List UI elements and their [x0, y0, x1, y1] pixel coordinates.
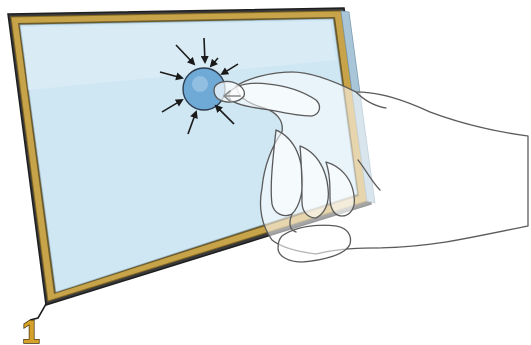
- arrow-inward-icon: [175, 44, 196, 66]
- panel-glass-sheen: [22, 21, 336, 90]
- arrow-inward-icon: [209, 57, 219, 68]
- arrow-inward-icon: [200, 37, 209, 64]
- arrow-inward-icon: [214, 104, 235, 125]
- callout-label: 1: [22, 314, 40, 345]
- hand-crease-2: [357, 159, 381, 191]
- callout-leader-line: [29, 303, 47, 321]
- hand-thumb: [277, 224, 352, 263]
- hand-crease-3: [289, 213, 297, 233]
- arrow-inward-icon: [187, 110, 198, 135]
- arrow-inward-icon: [220, 63, 239, 76]
- arrow-inward-icon: [159, 71, 184, 81]
- arrow-inward-icon: [161, 98, 184, 113]
- inner-pointer-arrow: [223, 90, 241, 102]
- pressure-arrows: [159, 37, 239, 135]
- hand-little-finger: [325, 161, 356, 217]
- hand: [228, 71, 529, 263]
- hand-crease-1: [355, 91, 387, 109]
- hand-ring-finger: [299, 145, 330, 219]
